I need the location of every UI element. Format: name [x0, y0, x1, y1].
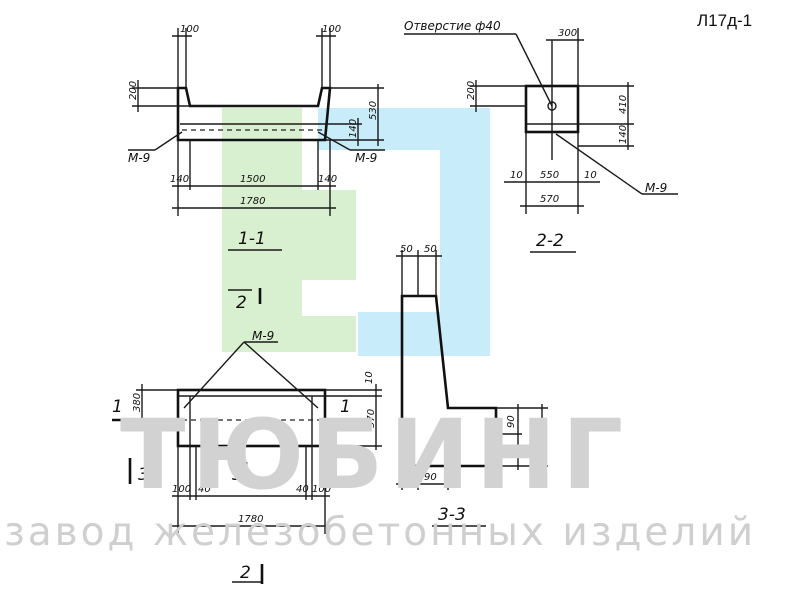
svg-text:10: 10 — [364, 371, 375, 384]
cut-mark-2-bottom: 2 — [240, 563, 251, 583]
svg-text:380: 380 — [132, 393, 143, 412]
svg-text:100: 100 — [180, 24, 199, 35]
cut-mark-2-top: 2 — [236, 293, 247, 313]
svg-text:140: 140 — [530, 425, 541, 444]
view-3-3: 50 50 90 140 50 50 90 3-3 — [396, 244, 548, 527]
svg-text:50: 50 — [400, 244, 413, 255]
cut-mark-3-mid: 3 — [232, 465, 243, 485]
watermark-blue-block — [318, 108, 490, 356]
svg-text:50: 50 — [400, 472, 413, 483]
view-1-1: 100 100 200 530 140 140 1500 140 1780 М-… — [128, 24, 385, 251]
svg-text:1780: 1780 — [240, 196, 265, 207]
watermark-brand: ТЮБИНГ — [120, 399, 629, 511]
section-title-1-1: 1-1 — [238, 229, 266, 249]
svg-text:40: 40 — [198, 484, 211, 495]
svg-text:100: 100 — [322, 24, 341, 35]
m9-label-plan: М-9 — [252, 329, 274, 343]
svg-text:10: 10 — [510, 170, 523, 181]
svg-text:570: 570 — [366, 409, 377, 428]
view-2-2: Отверстие ф40 300 200 410 140 10 550 10 … — [404, 19, 678, 253]
watermark-white-notch-2 — [302, 280, 358, 316]
m9-label-left: М-9 — [128, 151, 150, 165]
svg-text:90: 90 — [424, 472, 437, 483]
watermark-subtitle: завод железобетонных изделий — [4, 510, 756, 555]
cut-mark-1-left: 1 — [112, 397, 123, 417]
sheet-code: Л17д-1 — [697, 11, 752, 30]
hole-label: Отверстие ф40 — [404, 19, 501, 33]
svg-text:40: 40 — [296, 484, 309, 495]
cut-mark-3-left: 3 — [138, 465, 149, 485]
svg-text:140: 140 — [618, 125, 629, 144]
plan-view: М-9 2 1 1 3 3 380 10 570 — [112, 288, 382, 584]
watermark-white-notch — [376, 190, 410, 276]
plan-outline — [176, 388, 327, 448]
m9-label-right: М-9 — [355, 151, 377, 165]
svg-text:100: 100 — [312, 484, 331, 495]
svg-text:140: 140 — [348, 119, 359, 138]
svg-text:550: 550 — [540, 170, 559, 181]
svg-text:100: 100 — [172, 484, 191, 495]
svg-text:200: 200 — [466, 81, 477, 100]
svg-text:50: 50 — [506, 445, 517, 458]
cut-mark-1-right: 1 — [340, 397, 351, 417]
svg-text:1500: 1500 — [240, 174, 265, 185]
svg-text:530: 530 — [368, 101, 379, 120]
svg-text:50: 50 — [424, 244, 437, 255]
section-title-3-3: 3-3 — [438, 505, 466, 525]
watermark-logo — [222, 108, 490, 356]
svg-text:570: 570 — [540, 194, 559, 205]
svg-text:200: 200 — [128, 81, 139, 100]
svg-text:140: 140 — [170, 174, 189, 185]
svg-text:300: 300 — [558, 28, 577, 39]
svg-text:410: 410 — [618, 95, 629, 114]
svg-text:140: 140 — [318, 174, 337, 185]
svg-text:90: 90 — [506, 415, 517, 428]
svg-text:10: 10 — [584, 170, 597, 181]
m9-label-2-2: М-9 — [645, 181, 667, 195]
section-title-2-2: 2-2 — [536, 231, 564, 251]
svg-text:1780: 1780 — [238, 514, 263, 525]
